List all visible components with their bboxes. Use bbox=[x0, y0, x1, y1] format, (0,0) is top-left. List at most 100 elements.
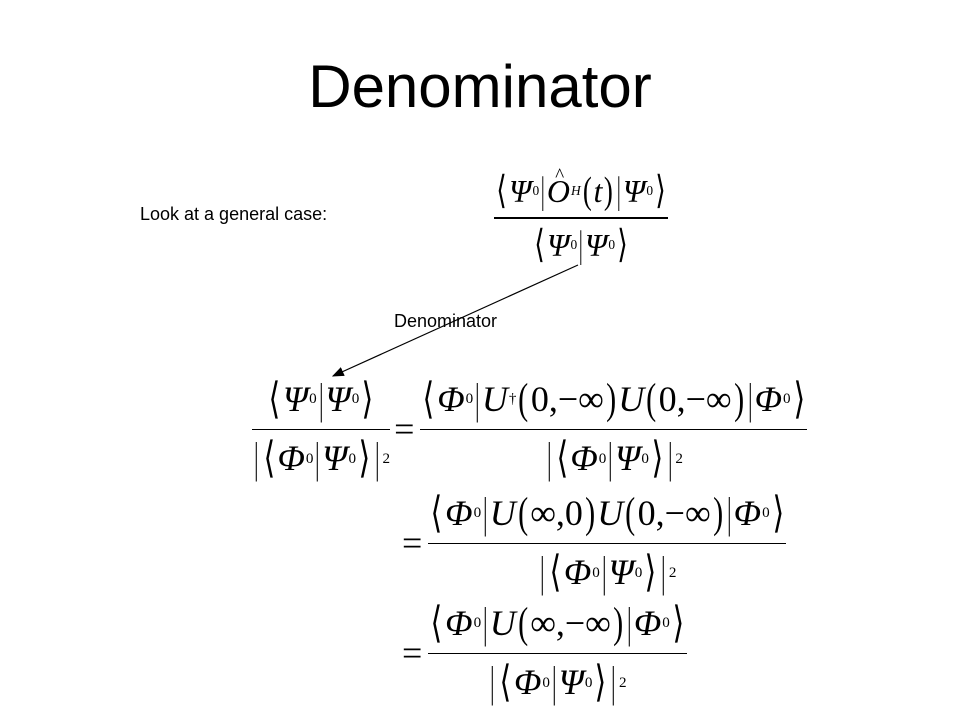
vertical-bar: | bbox=[627, 600, 632, 647]
vertical-bar: | bbox=[315, 435, 320, 483]
left-paren: ( bbox=[517, 490, 529, 537]
operator-o-hat: ^O bbox=[546, 164, 570, 209]
psi-symbol: Ψ bbox=[558, 662, 584, 703]
psi-symbol: Ψ bbox=[615, 438, 641, 479]
subscript: 0 bbox=[351, 391, 360, 408]
exponent: 2 bbox=[675, 450, 683, 467]
subscript: 0 bbox=[309, 391, 317, 408]
subscript: 0 bbox=[542, 674, 550, 691]
arguments: ∞,−∞ bbox=[530, 602, 611, 643]
left-angle-bracket: ⟨ bbox=[499, 659, 512, 707]
arrow-label: Denominator bbox=[394, 311, 498, 331]
fraction-bar bbox=[494, 217, 669, 220]
right-paren: ) bbox=[733, 376, 744, 423]
vertical-bar: | bbox=[483, 600, 488, 647]
subscript: 0 bbox=[598, 450, 607, 467]
equals-sign: = bbox=[394, 409, 415, 450]
abs-bar: | bbox=[254, 435, 259, 483]
vertical-bar: | bbox=[748, 376, 753, 423]
psi-symbol: Ψ bbox=[584, 226, 608, 263]
subscript: 0 bbox=[348, 450, 357, 467]
equals-sign: = bbox=[402, 523, 423, 564]
psi-symbol: Ψ bbox=[608, 552, 634, 593]
psi-symbol: Ψ bbox=[282, 378, 309, 419]
psi-symbol: Ψ bbox=[622, 172, 646, 209]
subscript: 0 bbox=[570, 236, 578, 252]
phi-symbol: Φ bbox=[277, 438, 305, 479]
time-variable: t bbox=[593, 172, 603, 209]
left-angle-bracket: ⟨ bbox=[268, 376, 281, 423]
abs-bar: | bbox=[375, 435, 380, 483]
vertical-bar: | bbox=[579, 224, 583, 267]
phi-symbol: Φ bbox=[445, 602, 473, 643]
fraction-bar bbox=[428, 542, 787, 545]
left-paren: ( bbox=[518, 376, 529, 423]
subscript: 0 bbox=[592, 564, 600, 581]
subscript: 0 bbox=[465, 391, 474, 408]
left-angle-bracket: ⟨ bbox=[263, 435, 275, 483]
left-angle-bracket: ⟨ bbox=[430, 600, 443, 647]
arguments: 0,−∞ bbox=[530, 378, 604, 419]
abs-bar: | bbox=[490, 659, 495, 707]
vertical-bar: | bbox=[483, 490, 488, 537]
subscript: 0 bbox=[305, 450, 314, 467]
u-operator: U bbox=[481, 378, 508, 419]
subscript: H bbox=[571, 182, 581, 198]
subscript: 0 bbox=[646, 182, 654, 198]
phi-symbol: Φ bbox=[445, 492, 473, 533]
right-angle-bracket: ⟩ bbox=[793, 376, 805, 423]
phi-symbol: Φ bbox=[633, 602, 662, 643]
right-paren: ) bbox=[585, 490, 596, 537]
psi-symbol: Ψ bbox=[325, 378, 351, 419]
arguments: 0,−∞ bbox=[658, 378, 732, 419]
left-angle-bracket: ⟨ bbox=[549, 549, 562, 597]
arguments: ∞,0 bbox=[530, 492, 583, 533]
fraction-bar bbox=[252, 428, 391, 431]
abs-bar: | bbox=[667, 435, 673, 483]
left-angle-bracket: ⟨ bbox=[422, 376, 435, 423]
psi-symbol: Ψ bbox=[322, 438, 348, 479]
right-paren: ) bbox=[612, 600, 624, 647]
right-angle-bracket: ⟩ bbox=[772, 490, 784, 537]
right-angle-bracket: ⟩ bbox=[655, 170, 666, 212]
right-angle-bracket: ⟩ bbox=[594, 659, 607, 707]
subscript: 0 bbox=[584, 674, 593, 691]
abs-bar: | bbox=[547, 435, 552, 483]
left-angle-bracket: ⟨ bbox=[534, 224, 545, 267]
left-paren: ( bbox=[517, 600, 529, 647]
subscript: 0 bbox=[641, 450, 649, 467]
subscript: 0 bbox=[662, 615, 670, 632]
psi-symbol: Ψ bbox=[546, 226, 570, 263]
abs-bar: | bbox=[611, 659, 616, 707]
fraction-bar bbox=[428, 652, 687, 655]
vertical-bar: | bbox=[601, 549, 607, 597]
subscript: 0 bbox=[783, 391, 791, 408]
phi-symbol: Φ bbox=[733, 492, 762, 533]
u-operator: U bbox=[618, 378, 645, 419]
exponent: 2 bbox=[668, 564, 677, 581]
arguments: 0,−∞ bbox=[637, 492, 711, 533]
vertical-bar: | bbox=[475, 376, 480, 423]
right-angle-bracket: ⟩ bbox=[361, 376, 374, 423]
phi-symbol: Φ bbox=[563, 552, 592, 593]
right-paren: ) bbox=[712, 490, 723, 537]
equals-sign: = bbox=[402, 633, 423, 674]
vertical-bar: | bbox=[617, 170, 621, 212]
vertical-bar: | bbox=[608, 435, 613, 483]
right-angle-bracket: ⟩ bbox=[651, 435, 664, 483]
phi-symbol: Φ bbox=[437, 378, 465, 419]
left-paren: ( bbox=[646, 376, 657, 423]
